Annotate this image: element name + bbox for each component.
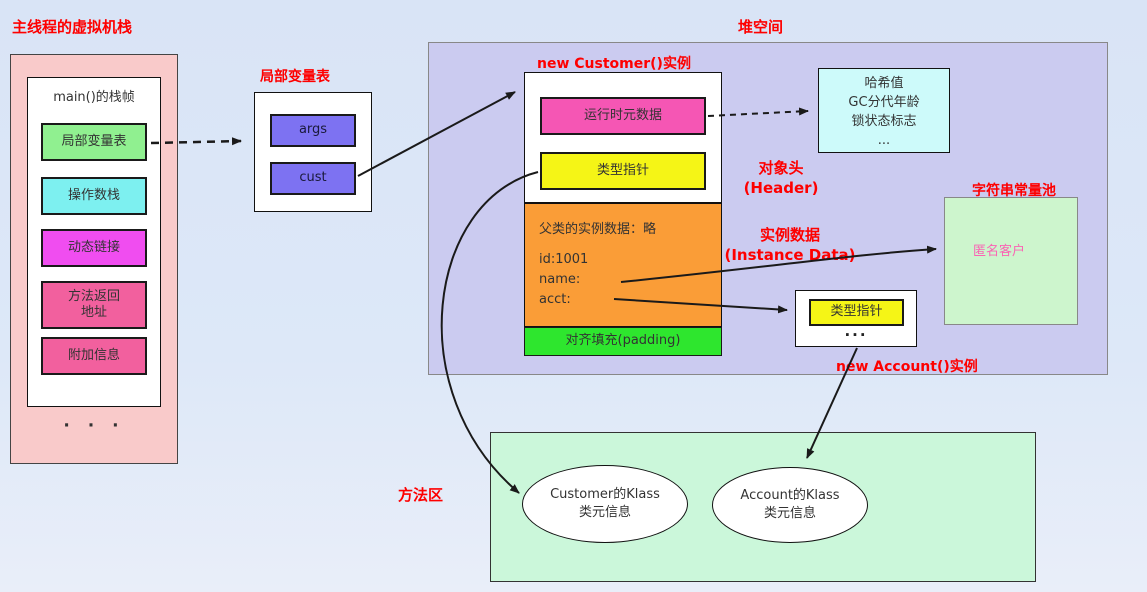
object-header-label-line1: 对象头 [758,159,804,177]
heap-title: 堆空间 [738,18,784,36]
account-type-pointer-cell: 类型指针 [809,299,904,326]
instance-data-line-parent: 父类的实例数据：略 [539,222,657,237]
object-header-label: 对象头 (Header) [726,158,836,198]
stack-item-dynamic-linking: 动态链接 [41,229,147,267]
stack-item-method-return-address: 方法返回 地址 [41,281,147,329]
string-pool-value: 匿名客户 [973,244,1026,259]
var-slot-cust: cust [270,162,356,195]
instance-data-line-id: id:1001 [539,252,589,267]
account-instance-title: new Account()实例 [836,359,978,375]
stack-frame-title: main()的栈帧 [53,90,135,105]
customer-instance-title: new Customer()实例 [537,56,691,72]
instance-data-line-acct: acct: [539,292,571,307]
object-header-info-box: 哈希值 GC分代年龄 锁状态标志 ... [818,68,950,153]
padding-cell: 对齐填充(padding) [524,327,722,356]
hash-value-line: 哈希值 [864,76,904,91]
account-ellipsis: ... [844,322,868,340]
string-pool-box: 匿名客户 [944,197,1078,325]
vm-stack-title: 主线程的虚拟机栈 [12,18,133,36]
object-header-label-line2: (Header) [743,179,819,197]
customer-klass-label: Customer的Klass 类元信息 [550,486,660,522]
instance-data-label-line1: 实例数据 [759,226,820,244]
local-var-table-title: 局部变量表 [260,69,330,85]
account-object-box: 类型指针 ... [795,290,917,347]
stack-ellipsis: · · · [63,416,125,436]
header-info-ellipsis: ... [877,133,891,148]
customer-klass-line1: Customer的Klass [550,487,660,502]
lock-flag-line: 锁状态标志 [851,114,917,129]
customer-klass-line2: 类元信息 [578,505,631,520]
klass-ellipse-account: Account的Klass 类元信息 [712,467,868,543]
stack-item-local-variable-table: 局部变量表 [41,123,147,161]
instance-data-box: 父类的实例数据：略 id:1001 name: acct: [524,203,722,327]
var-slot-args: args [270,114,356,147]
stack-item-additional-info: 附加信息 [41,337,147,375]
account-klass-line2: 类元信息 [763,506,816,521]
instance-data-line-name: name: [539,272,581,287]
string-pool-title: 字符串常量池 [972,183,1056,199]
method-area-title: 方法区 [398,486,444,504]
stack-item-operand-stack: 操作数栈 [41,177,147,215]
instance-data-label: 实例数据 (Instance Data) [722,225,858,265]
instance-data-label-line2: (Instance Data) [724,246,856,264]
klass-ellipse-customer: Customer的Klass 类元信息 [522,465,688,543]
customer-type-pointer-cell: 类型指针 [540,152,706,190]
gc-age-line: GC分代年龄 [848,95,920,110]
runtime-metadata-cell: 运行时元数据 [540,97,706,135]
account-klass-line1: Account的Klass [740,488,840,503]
account-klass-label: Account的Klass 类元信息 [740,487,839,523]
